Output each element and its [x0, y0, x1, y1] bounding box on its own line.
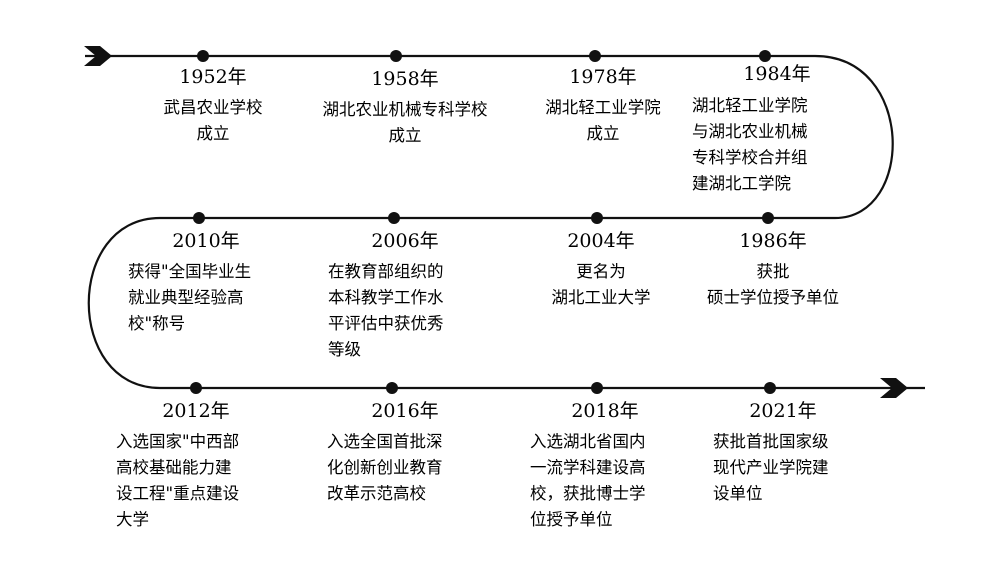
timeline-dot [190, 382, 202, 394]
event-2010: 2010年 获得"全国毕业生 就业典型经验高 校"称号 [111, 229, 301, 337]
event-year: 2016年 [371, 400, 439, 422]
event-description: 在教育部组织的 本科教学工作水 平评估中获优秀 等级 [328, 262, 444, 359]
event-1984: 1984年 湖北轻工业学院 与湖北农业机械 专科学校合并组 建湖北工学院 [682, 62, 872, 197]
event-year: 1978年 [569, 66, 637, 88]
event-year: 2012年 [162, 400, 230, 422]
event-1952: 1952年 武昌农业学校 成立 [118, 65, 308, 147]
start-arrow-icon [84, 46, 112, 66]
event-2021: 2021年 获批首批国家级 现代产业学院建 设单位 [688, 399, 878, 507]
event-1958: 1958年 湖北农业机械专科学校 成立 [310, 67, 500, 149]
event-2004: 2004年 更名为 湖北工业大学 [506, 229, 696, 311]
event-year: 1986年 [739, 230, 807, 252]
event-1978: 1978年 湖北轻工业学院 成立 [508, 65, 698, 147]
event-description: 获批 硕士学位授予单位 [707, 262, 839, 307]
event-year: 1952年 [179, 66, 247, 88]
event-2006: 2006年 在教育部组织的 本科教学工作水 平评估中获优秀 等级 [310, 229, 500, 363]
event-year: 2021年 [749, 400, 817, 422]
timeline-dot [193, 212, 205, 224]
timeline-dot [589, 50, 601, 62]
event-description: 湖北轻工业学院 与湖北农业机械 专科学校合并组 建湖北工学院 [692, 96, 808, 193]
event-description: 获批首批国家级 现代产业学院建 设单位 [713, 432, 829, 503]
event-2016: 2016年 入选全国首批深 化创新创业教育 改革示范高校 [310, 399, 500, 507]
timeline-dot [388, 212, 400, 224]
event-description: 湖北农业机械专科学校 成立 [322, 100, 488, 145]
event-description: 入选全国首批深 化创新创业教育 改革示范高校 [327, 432, 443, 503]
event-description: 更名为 湖北工业大学 [551, 262, 651, 307]
timeline-dot [390, 50, 402, 62]
timeline-dot [764, 382, 776, 394]
event-1986: 1986年 获批 硕士学位授予单位 [678, 229, 868, 311]
event-year: 1984年 [743, 63, 811, 85]
timeline-dot [759, 50, 771, 62]
timeline-dot [386, 382, 398, 394]
event-2018: 2018年 入选湖北省国内 一流学科建设高 校，获批博士学 位授予单位 [510, 399, 700, 533]
event-description: 入选国家"中西部 高校基础能力建 设工程"重点建设 大学 [116, 432, 240, 529]
event-year: 2018年 [571, 400, 639, 422]
event-2012: 2012年 入选国家"中西部 高校基础能力建 设工程"重点建设 大学 [101, 399, 291, 533]
event-description: 入选湖北省国内 一流学科建设高 校，获批博士学 位授予单位 [530, 432, 646, 529]
event-year: 2010年 [172, 230, 240, 252]
end-arrow-icon [880, 378, 908, 398]
event-year: 2006年 [371, 230, 439, 252]
timeline-dot [762, 212, 774, 224]
timeline-dot [591, 212, 603, 224]
timeline-curve [85, 54, 925, 390]
event-year: 1958年 [371, 68, 439, 90]
event-description: 湖北轻工业学院 成立 [545, 98, 661, 143]
event-description: 获得"全国毕业生 就业典型经验高 校"称号 [128, 262, 252, 333]
timeline-dot [197, 50, 209, 62]
timeline-dot [591, 382, 603, 394]
event-description: 武昌农业学校 成立 [163, 98, 263, 143]
event-year: 2004年 [567, 230, 635, 252]
